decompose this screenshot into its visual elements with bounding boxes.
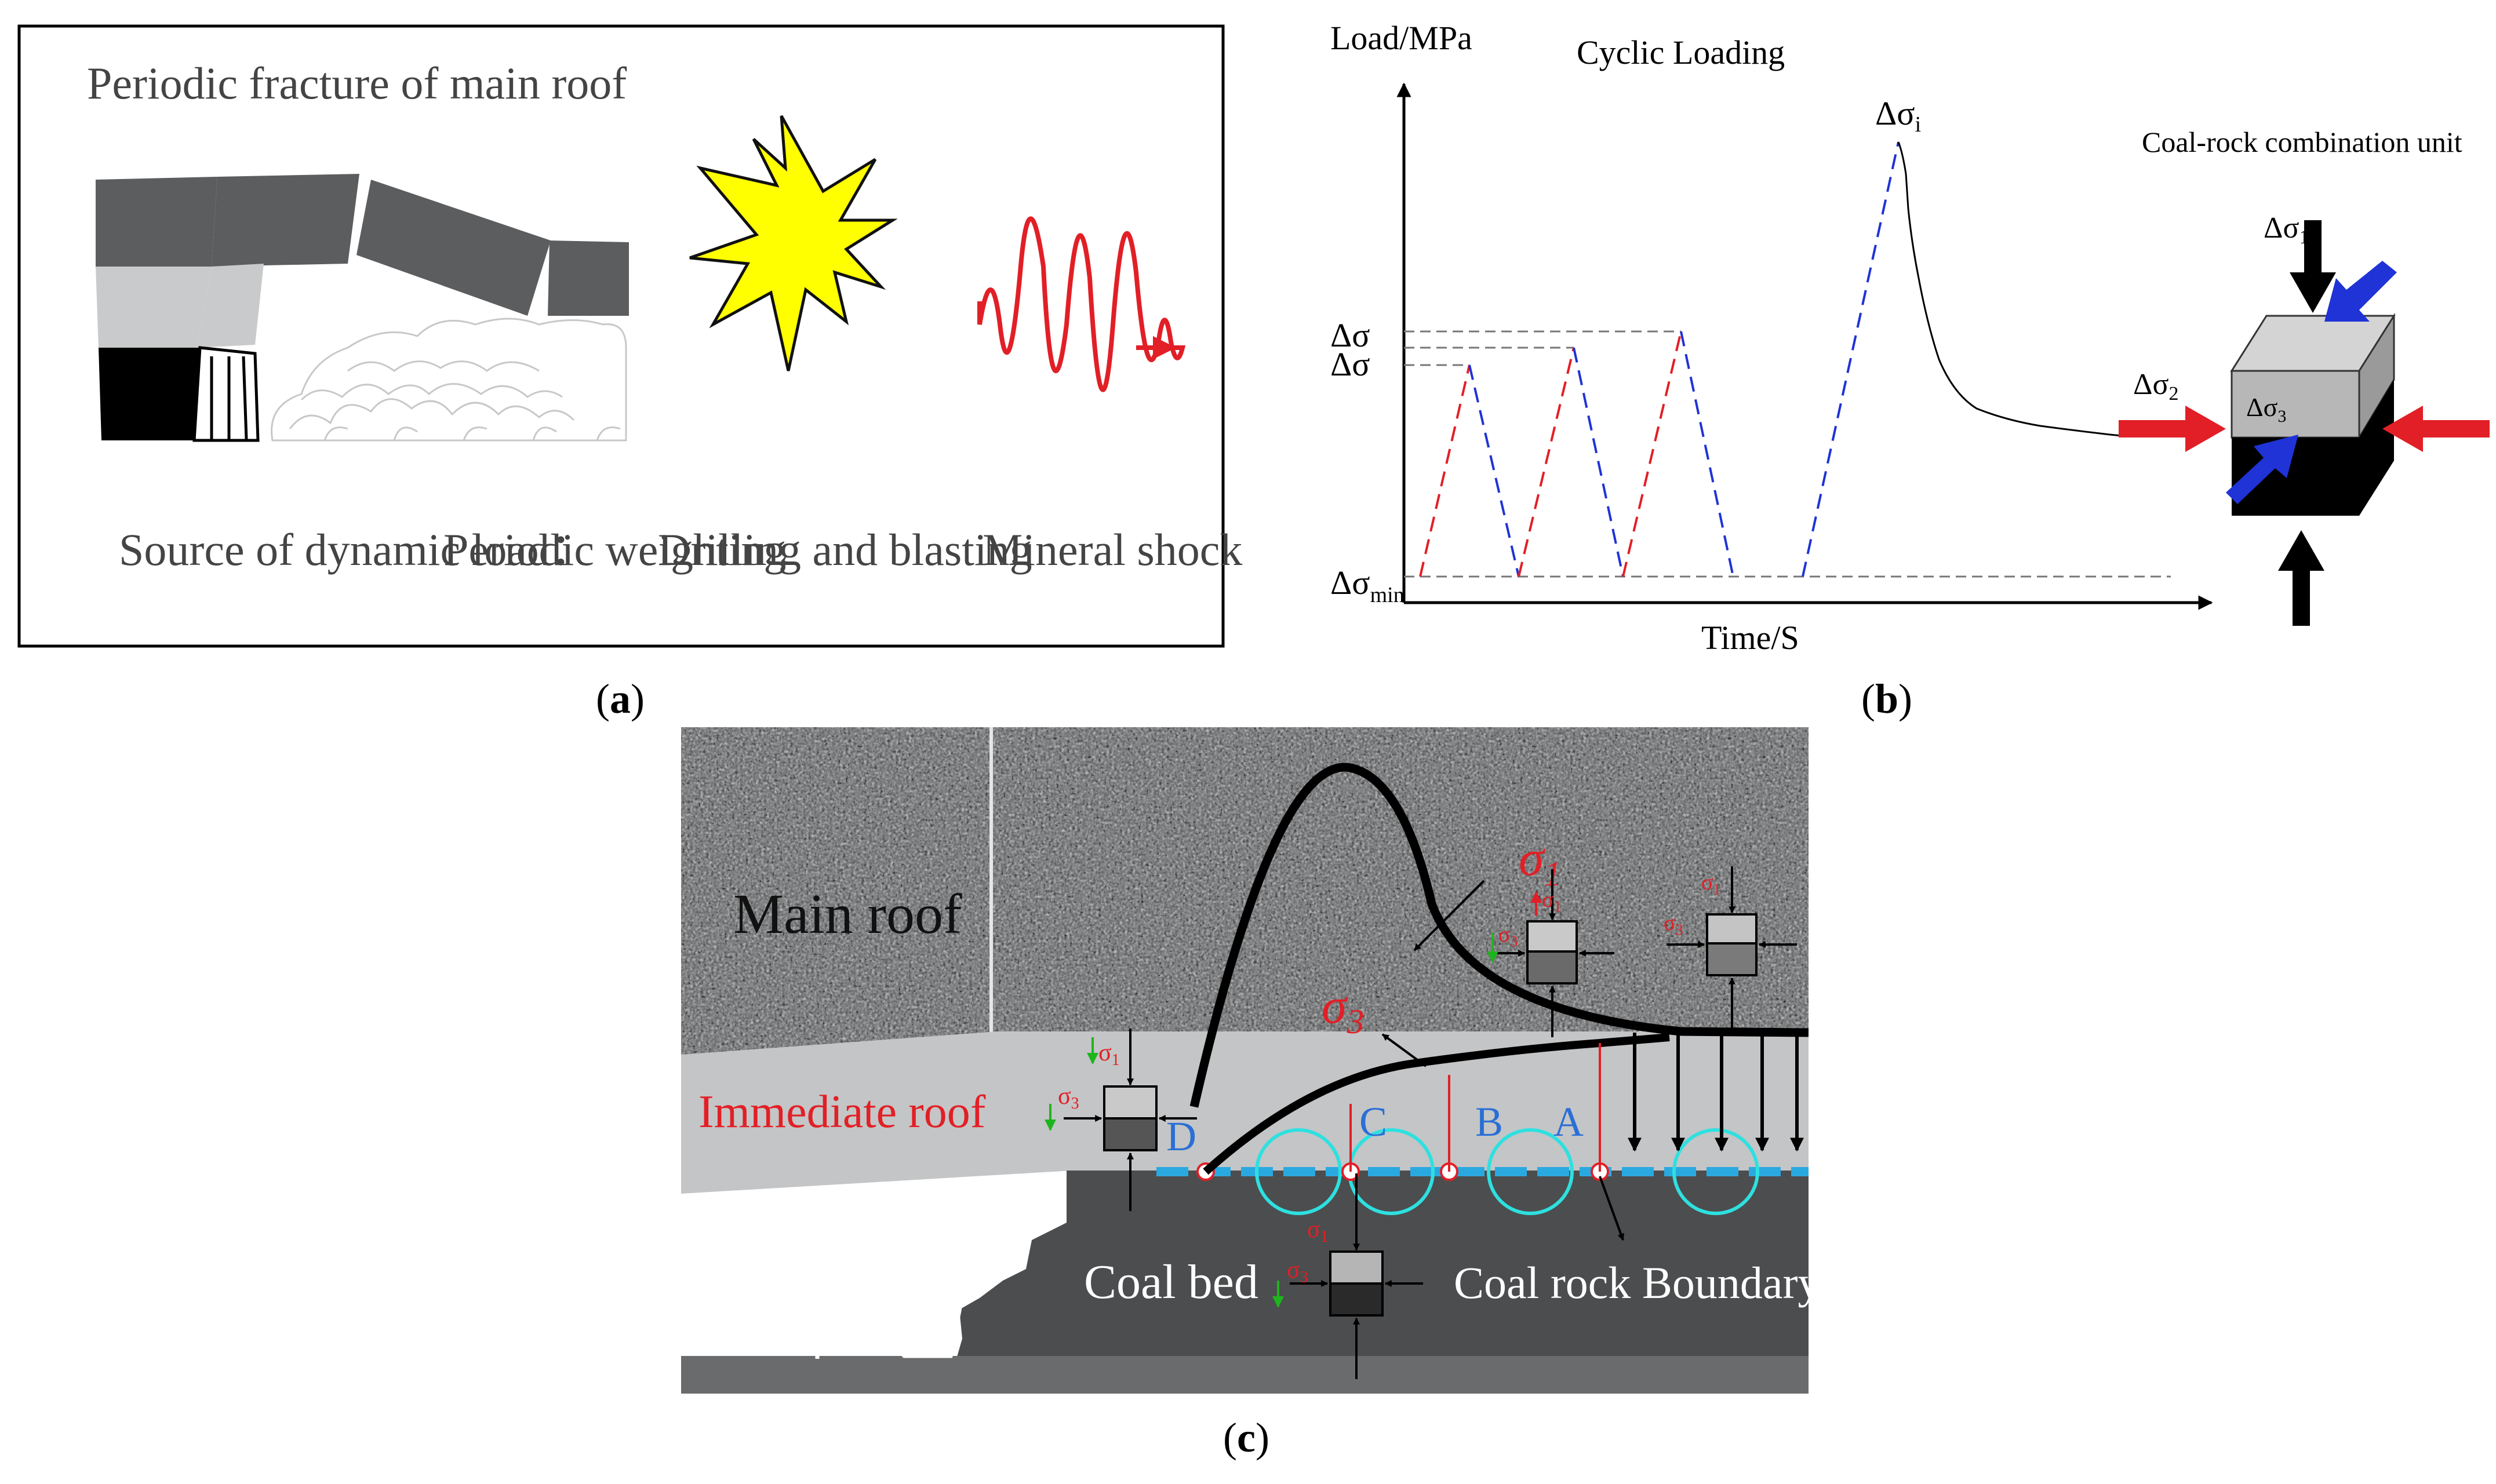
shock-wave-icon	[977, 216, 1186, 392]
min-label: Δσmin	[1330, 564, 1405, 607]
main-roof-label: Main roof	[733, 883, 962, 946]
explosion-icon	[689, 115, 898, 371]
panel-c: Main roof Immediate roof Coal bed Coal r…	[681, 727, 1821, 1461]
floor-layer	[681, 1356, 1809, 1394]
unit-title: Coal-rock combination unit	[2142, 126, 2462, 158]
svg-text:σ1: σ1	[1542, 888, 1561, 915]
periodic-weighting-label: Periodic weighting	[443, 524, 786, 575]
drilling-blasting-label: Drilling and blasting	[658, 524, 1032, 575]
stress-element-upper: σ1 σ3	[1487, 869, 1614, 1037]
load-arrows	[1628, 1033, 1804, 1152]
panel-a: Periodic fracture of main roof	[17, 24, 1242, 722]
unit-s2-label: Δσ2	[2133, 368, 2178, 404]
caption-c: (c)	[1223, 1414, 1269, 1461]
upper-label-2: Δσ	[1330, 345, 1370, 383]
sigma1-stress-curve	[1189, 763, 1809, 1108]
caption-a-letter: a	[610, 676, 631, 722]
caption-b: (b)	[1861, 676, 1912, 722]
caption-c-letter: c	[1237, 1414, 1256, 1461]
sigma3-curve-label: σ3	[1322, 978, 1364, 1041]
caption-a: (a)	[596, 676, 645, 722]
x-axis-label: Time/S	[1701, 619, 1799, 657]
shearer-outline	[815, 1174, 1064, 1359]
zone-b-label: B	[1475, 1099, 1503, 1145]
zone-dividers	[1349, 1043, 1601, 1172]
unit-s3-label: Δσ3	[2246, 392, 2286, 426]
stress-element-d: σ1 σ3	[1045, 1029, 1197, 1211]
coal-bed-label: Coal bed	[1084, 1255, 1258, 1309]
source-label: Source of dynamic load：	[119, 524, 595, 575]
panel-b: Load/MPa Time/S Cyclic Loading Δσi Δσ Δσ…	[1330, 19, 2490, 722]
upper-label-1: Δσ	[1330, 316, 1370, 354]
peak-label: Δσi	[1875, 94, 1921, 137]
immediate-roof-label: Immediate roof	[698, 1086, 986, 1137]
stress-element-right: σ1 σ3	[1664, 866, 1797, 1029]
sigma1-pointer	[1413, 880, 1485, 951]
main-roof-texture	[681, 727, 1809, 1058]
zone-d-label: D	[1166, 1113, 1196, 1160]
boundary-pointer	[1599, 1176, 1624, 1241]
boundary-label: Coal rock Boundary	[1454, 1257, 1821, 1308]
sigma3-stress-curve	[1203, 1033, 1670, 1175]
zone-a-label: A	[1553, 1099, 1584, 1145]
reference-lines	[1404, 330, 2171, 578]
zone-c-label: C	[1359, 1099, 1387, 1145]
svg-text:σ3: σ3	[1498, 923, 1518, 950]
svg-text:σ1: σ1	[1701, 870, 1720, 898]
svg-text:σ3: σ3	[1664, 911, 1683, 938]
y-axis-label: Load/MPa	[1330, 19, 1472, 57]
unit-arrows	[2119, 220, 2490, 626]
mineral-shock-label: Mineral shock	[983, 524, 1242, 575]
post-peak-curve	[1897, 141, 2122, 437]
sigma3-pointer	[1381, 1033, 1427, 1067]
unit-s1-label: Δσ1	[2264, 212, 2309, 248]
svg-text:σ3: σ3	[1287, 1257, 1308, 1286]
panel-a-title: Periodic fracture of main roof	[87, 58, 627, 108]
svg-text:σ1: σ1	[1098, 1040, 1120, 1069]
coal-bed-layer	[681, 1171, 1809, 1359]
cyclic-loading-title: Cyclic Loading	[1577, 34, 1785, 71]
immediate-roof-layer	[681, 1031, 1809, 1194]
stress-element-coal: σ1 σ3	[1272, 1173, 1423, 1379]
caption-b-letter: b	[1875, 676, 1898, 722]
loading-curve	[1419, 141, 1900, 577]
svg-text:σ1: σ1	[1307, 1216, 1329, 1246]
svg-text:σ3: σ3	[1058, 1083, 1079, 1113]
roof-strata-illustration	[96, 174, 629, 442]
